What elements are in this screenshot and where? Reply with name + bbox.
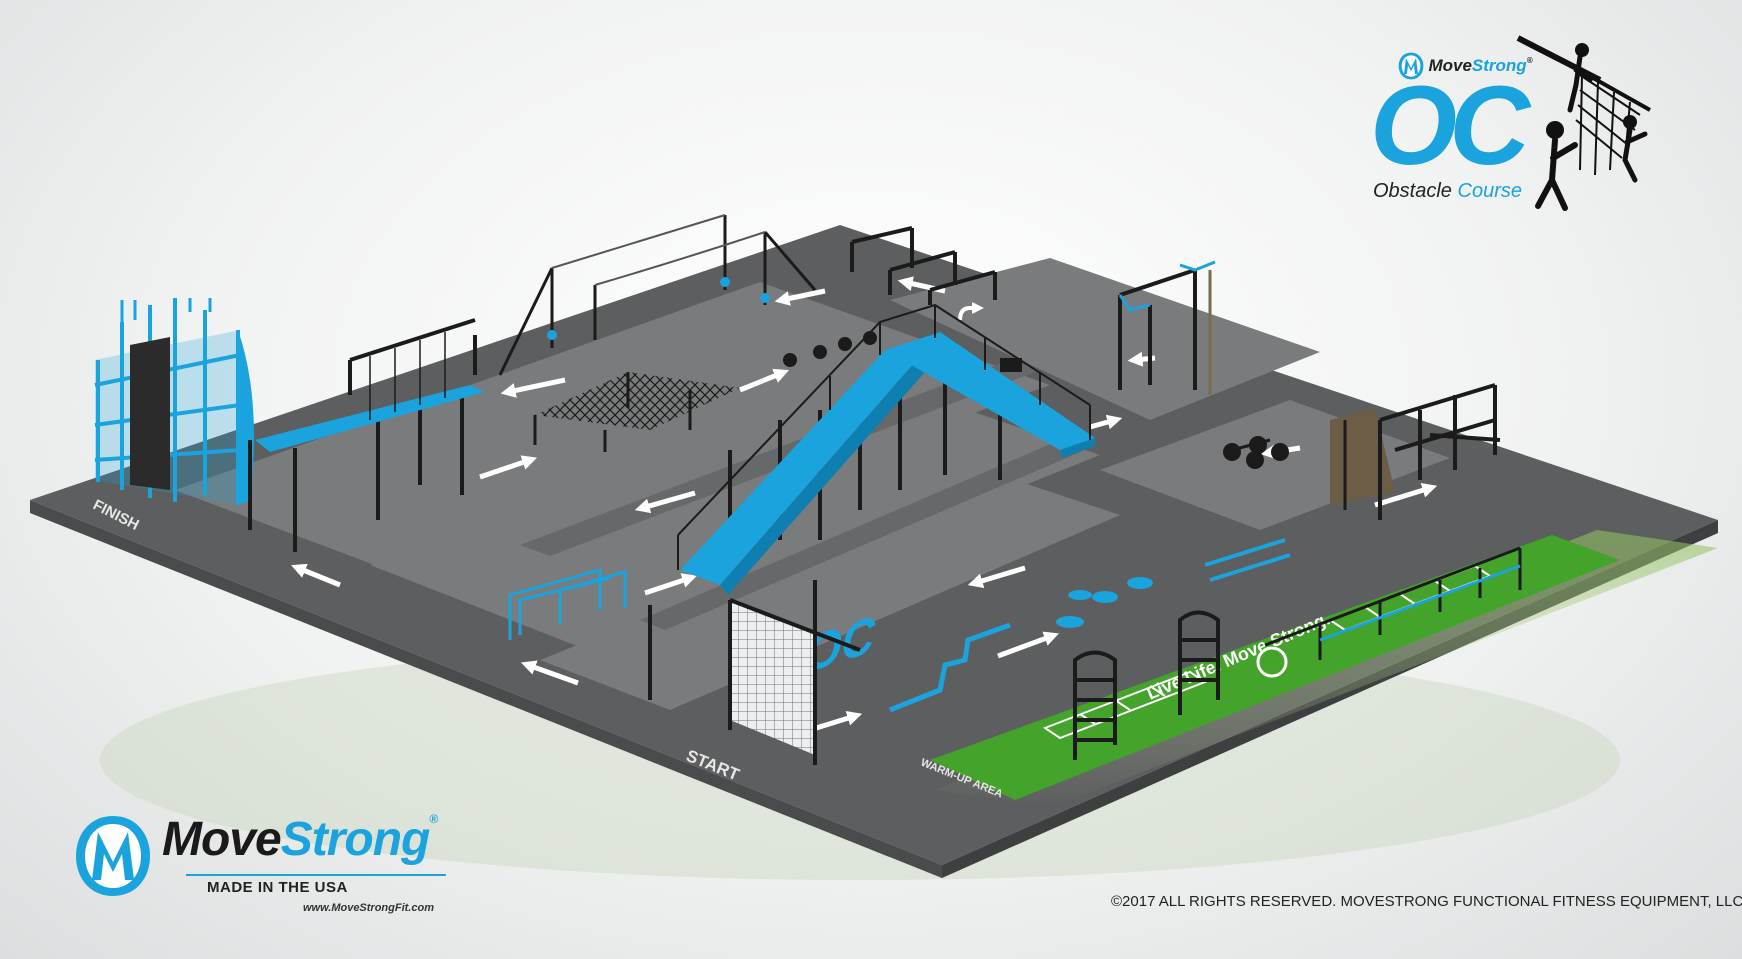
arrow-middle bbox=[634, 490, 696, 514]
brand-tagline: MADE IN THE USA bbox=[207, 879, 348, 896]
brand-name-move: Move bbox=[162, 813, 282, 866]
arrow-lane2 bbox=[479, 455, 538, 480]
arrow-ramp-exit bbox=[1089, 414, 1123, 430]
oc-big-letters: OC bbox=[1370, 63, 1530, 188]
rope-traverse-rig bbox=[498, 215, 817, 376]
oc-subtitle-obstacle: Obstacle bbox=[1373, 180, 1452, 202]
arrow-lane2b bbox=[500, 377, 566, 398]
u-turn-arrow bbox=[958, 302, 984, 321]
hanging-ropes bbox=[369, 332, 446, 420]
wheel-obstacle bbox=[1223, 436, 1289, 469]
brand-name-strong: Strong bbox=[280, 813, 431, 866]
floor-edge-left bbox=[30, 500, 942, 878]
oc-subtitle: Obstacle Course bbox=[1373, 180, 1522, 203]
arrow-lane-right bbox=[967, 565, 1026, 589]
brand-name: MoveStrong® bbox=[162, 812, 438, 867]
suspended-bridge-rig bbox=[248, 318, 477, 552]
traverse-posts-caps bbox=[547, 277, 770, 340]
vault-hurdles bbox=[508, 568, 627, 640]
turf-warm-up bbox=[930, 535, 1620, 800]
start-climbing-wall bbox=[648, 580, 861, 765]
low-balance-rails bbox=[1204, 538, 1291, 582]
copyright-notice: ©2017 ALL RIGHTS RESERVED. MOVESTRONG FU… bbox=[1111, 893, 1742, 910]
warped-wall-ramp bbox=[677, 303, 1095, 595]
zigzag-balance-beam bbox=[889, 622, 1011, 713]
movestrong-m-icon bbox=[76, 816, 150, 896]
oc-movestrong-m-icon bbox=[1398, 52, 1424, 80]
traverse-cable-upper bbox=[551, 214, 726, 269]
arrow-start-lane bbox=[520, 660, 579, 686]
warm-up-rail bbox=[1319, 564, 1521, 642]
traverse-cable-lower bbox=[594, 231, 766, 286]
arrow-steps bbox=[997, 631, 1060, 659]
arrow-net bbox=[739, 368, 789, 393]
arrow-finish bbox=[291, 563, 341, 588]
brand-registered-mark: ® bbox=[429, 812, 438, 826]
oc-brand-move: Move bbox=[1428, 56, 1472, 75]
oc-brand-name: MoveStrong® bbox=[1428, 56, 1532, 76]
warm-up-ladders bbox=[1073, 610, 1220, 760]
brand-underline bbox=[186, 874, 446, 876]
obstacle-course-climber-icon bbox=[1516, 35, 1651, 211]
oc-brand-strong: Strong bbox=[1471, 56, 1527, 75]
rope-climb-frame bbox=[1118, 268, 1197, 390]
oc-subtitle-course: Course bbox=[1457, 180, 1522, 202]
oc-brand-row: MoveStrong® bbox=[1398, 52, 1533, 80]
arrow-top bbox=[774, 288, 826, 306]
cargo-net-frame bbox=[533, 372, 692, 452]
stepping-stones bbox=[1056, 577, 1153, 628]
arrow-bars bbox=[1374, 483, 1438, 508]
movestrong-brand-logo: MoveStrong® MADE IN THE USA www.MoveStro… bbox=[74, 808, 494, 918]
right-parallel-bars bbox=[1378, 383, 1501, 520]
turf-m-icon bbox=[1256, 646, 1288, 678]
arrow-hurdles bbox=[644, 573, 698, 596]
finish-climbing-tower bbox=[94, 298, 254, 505]
brand-url: www.MoveStrongFit.com bbox=[303, 902, 434, 914]
obstacle-course-logo: MoveStrong® OC Obstacle Course bbox=[1370, 30, 1660, 230]
cargo-net bbox=[535, 372, 740, 430]
top-parallel-bars bbox=[850, 226, 997, 305]
rope-climb-caps bbox=[1118, 260, 1216, 312]
oc-brand-registered: ® bbox=[1526, 56, 1533, 65]
